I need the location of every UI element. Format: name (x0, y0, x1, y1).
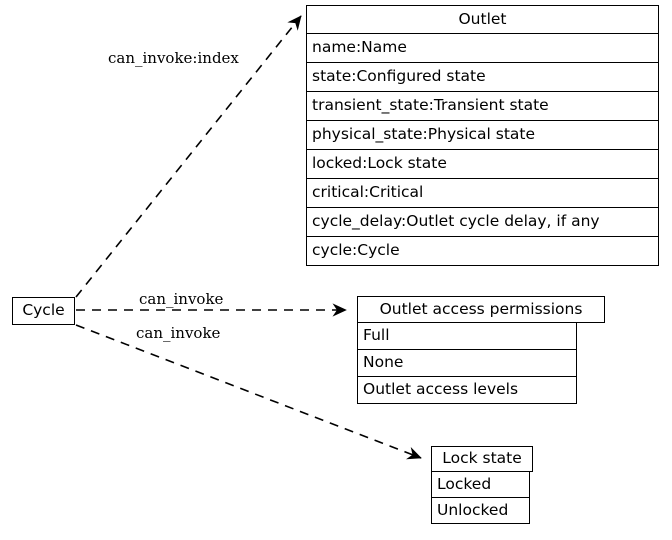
node-outlet-attribute: locked:Lock state (306, 150, 659, 179)
node-outlet-attribute: transient_state:Transient state (306, 92, 659, 121)
node-cycle[interactable]: Cycle (12, 297, 75, 325)
node-outlet-attribute: physical_state:Physical state (306, 121, 659, 150)
node-outlet[interactable]: Outlet name:Name state:Configured state … (306, 5, 659, 266)
node-lock-state-attribute: Locked (431, 472, 530, 498)
edge-cycle-to-lock-state (75, 324, 422, 460)
node-lock-state[interactable]: Lock state Locked Unlocked (431, 446, 533, 524)
node-outlet-attribute: cycle_delay:Outlet cycle delay, if any (306, 208, 659, 237)
node-outlet-access-permissions-title: Outlet access permissions (357, 296, 605, 323)
node-outlet-attribute: state:Configured state (306, 63, 659, 92)
node-outlet-access-permissions-attribute: Outlet access levels (357, 377, 577, 404)
node-outlet-access-permissions-attribute: None (357, 350, 577, 377)
edge-label-can-invoke-index: can_invoke:index (108, 49, 239, 67)
node-lock-state-title: Lock state (431, 446, 533, 472)
node-outlet-attribute: critical:Critical (306, 179, 659, 208)
edge-label-can-invoke-permissions: can_invoke (139, 290, 224, 308)
edge-cycle-to-outlet (75, 15, 302, 298)
node-cycle-title: Cycle (12, 297, 75, 325)
node-outlet-title: Outlet (306, 5, 659, 34)
node-outlet-attribute: name:Name (306, 34, 659, 63)
node-outlet-access-permissions-attribute: Full (357, 323, 577, 350)
node-lock-state-attribute: Unlocked (431, 498, 530, 524)
node-outlet-access-permissions[interactable]: Outlet access permissions Full None Outl… (357, 296, 605, 404)
node-outlet-attribute: cycle:Cycle (306, 237, 659, 266)
edge-label-can-invoke-lock-state: can_invoke (136, 324, 221, 342)
